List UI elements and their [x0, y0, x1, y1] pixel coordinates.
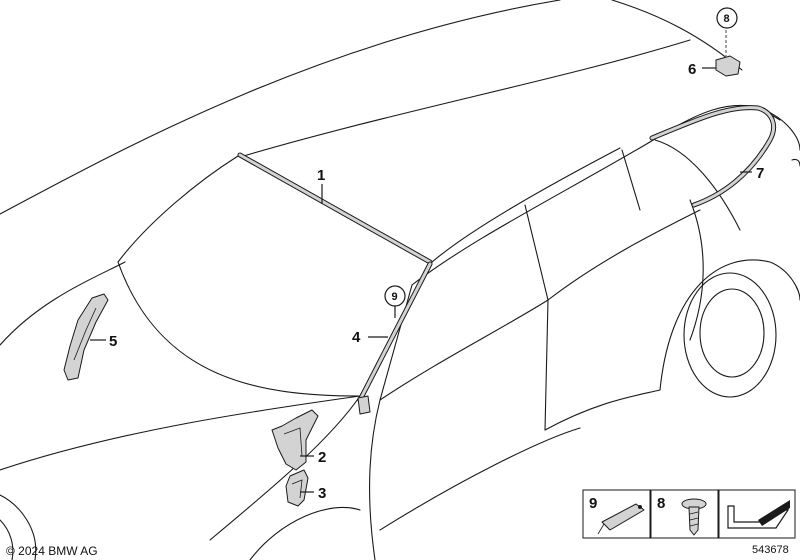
- callout-1: 1: [317, 167, 325, 184]
- bracket-part-2: [271, 409, 319, 471]
- callout-6: 6: [688, 61, 696, 78]
- callout-9: 9: [392, 291, 398, 303]
- arrow-marker-icon: [727, 500, 790, 529]
- callout-9-circle: [384, 285, 406, 307]
- callout-3: 3: [318, 485, 326, 502]
- callout-2: 2: [318, 449, 326, 466]
- legend-box-8: [650, 489, 719, 539]
- callout-8: 8: [724, 13, 730, 25]
- clip-strip-icon: [597, 503, 645, 535]
- legend-label-9: 9: [589, 495, 597, 512]
- document-number: 543678: [752, 544, 789, 556]
- callout-7: 7: [756, 165, 764, 182]
- legend-label-8: 8: [657, 495, 665, 512]
- screw-icon: [681, 498, 707, 536]
- callout-4: 4: [352, 329, 361, 346]
- bracket-part-5: [63, 293, 109, 381]
- a-pillar-clip: [357, 395, 371, 415]
- window-frame-seal-part: [649, 105, 776, 208]
- copyright-text: © 2024 BMW AG: [6, 544, 98, 558]
- callouts: 1 2 3 4 5 6 7 8 9: [109, 7, 764, 502]
- callout-8-circle: [716, 7, 738, 29]
- roof-clip-part-6: [715, 30, 741, 77]
- legend: 9 8: [582, 489, 796, 539]
- bracket-part-3: [285, 469, 309, 507]
- leader-lines: [90, 67, 752, 493]
- windshield-seal-part: [237, 152, 433, 265]
- callout-5: 5: [109, 333, 117, 350]
- a-pillar-strip-part: [357, 261, 433, 403]
